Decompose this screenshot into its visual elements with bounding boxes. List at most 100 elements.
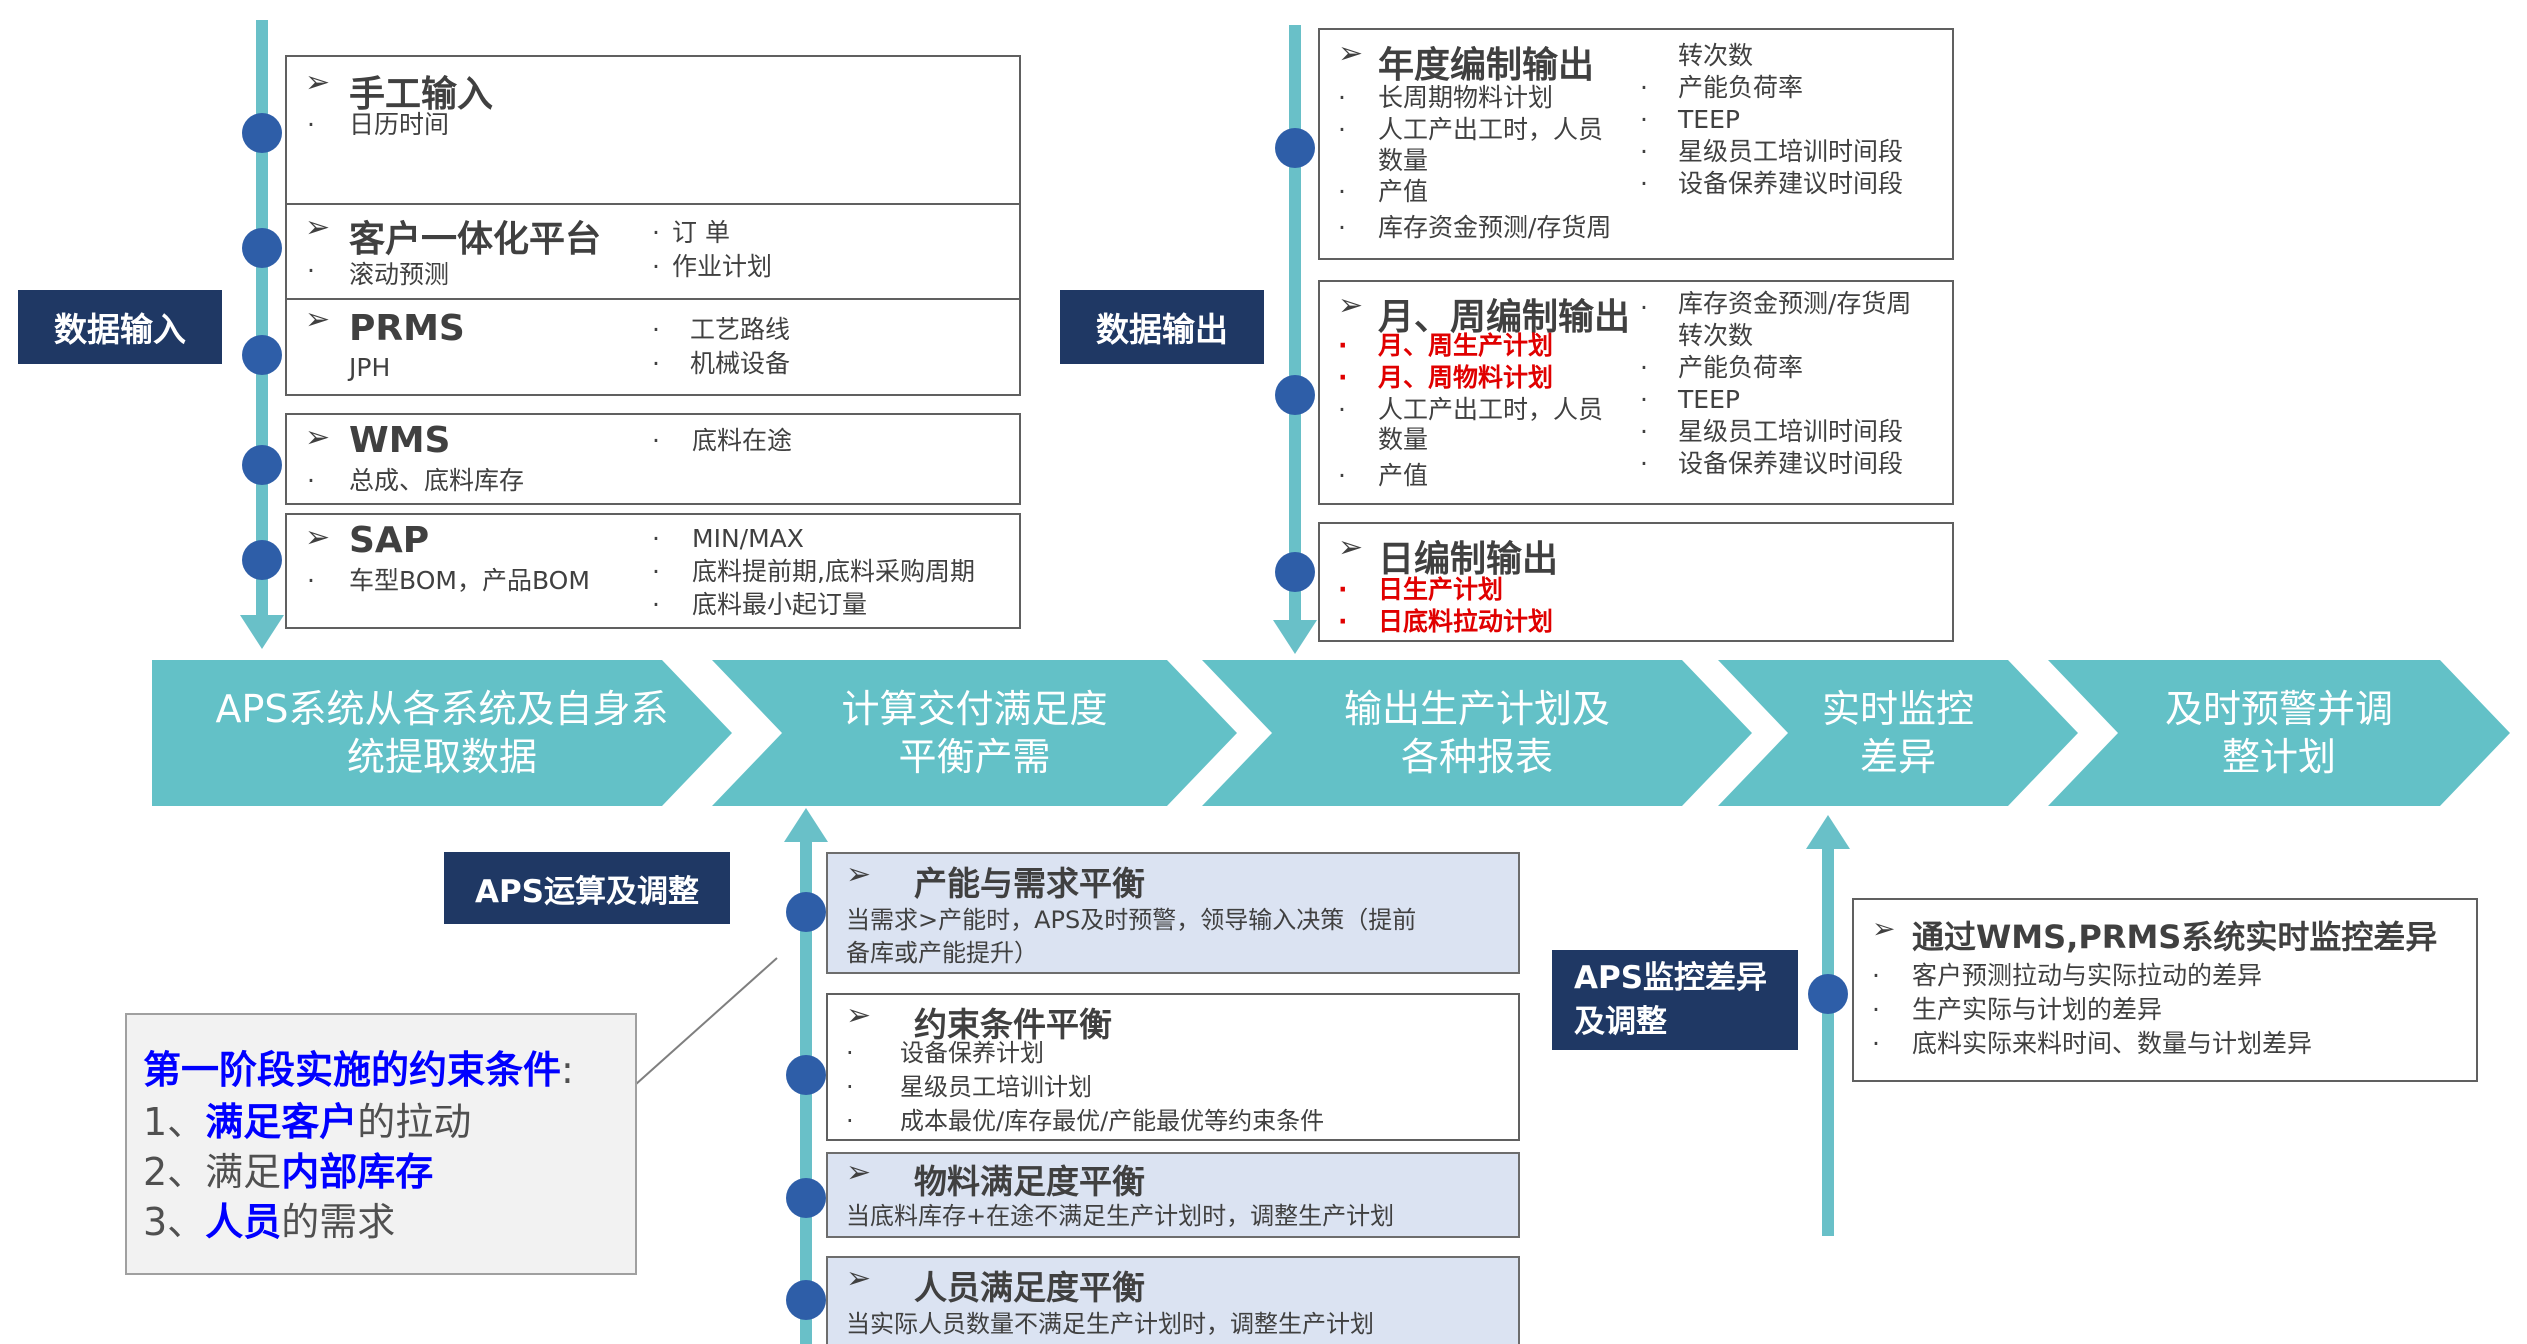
item: TEEP — [1678, 385, 1740, 414]
desc-line: 当实际人员数量不满足生产计划时，调整生产计划 — [846, 1310, 1374, 1338]
box-title: PRMS — [349, 308, 465, 349]
note-line-3: 3、人员的需求 — [143, 1191, 395, 1246]
label-aps-calc: APS运算及调整 — [444, 852, 730, 924]
box-manual-input: ➢ 手工输入 · 日历时间 — [285, 55, 1021, 205]
box-prms: ➢ PRMS JPH · 工艺路线 · 机械设备 — [285, 298, 1021, 396]
timeline-dot — [242, 113, 282, 153]
arrow-icon: ➢ — [305, 302, 331, 337]
box-material-balance: ➢ 物料满足度平衡 当底料库存+在途不满足生产计划时，调整生产计划 — [826, 1152, 1520, 1238]
bullet: · — [307, 466, 315, 495]
box-monthly-output: ➢ 月、周编制输出 · 月、周生产计划 · 月、周物料计划 · 人工产出工时，人… — [1318, 280, 1954, 505]
arrow-icon: ➢ — [846, 857, 872, 892]
bullet: · — [1640, 385, 1648, 414]
item: 设备保养建议时间段 — [1678, 449, 1904, 478]
box-title: 物料满足度平衡 — [914, 1162, 1145, 1201]
timeline-dot — [786, 892, 826, 932]
bullet: · — [1338, 213, 1346, 242]
box-capacity-balance: ➢ 产能与需求平衡 当需求>产能时，APS及时预警，领导输入决策（提前 备库或产… — [826, 852, 1520, 974]
bullet: · — [1640, 449, 1648, 478]
note-prefix: 2、满足 — [143, 1150, 282, 1194]
box-wms: ➢ WMS · 总成、底料库存 · 底料在途 — [285, 413, 1021, 505]
bullet: · — [652, 590, 660, 619]
bullet: · — [652, 218, 660, 247]
timeline-dot — [786, 1178, 826, 1218]
item: 转次数 — [1678, 321, 1754, 350]
input-timeline-arrow — [240, 615, 284, 649]
item: 车型BOM，产品BOM — [349, 566, 590, 595]
item: 日历时间 — [349, 110, 450, 139]
bullet: · — [846, 1039, 854, 1067]
bullet: · — [1338, 331, 1348, 360]
item: 数量 — [1378, 146, 1429, 175]
item-highlight: 日生产计划 — [1378, 575, 1504, 604]
bullet: · — [846, 1107, 854, 1135]
note-line-1: 1、满足客户的拉动 — [143, 1091, 471, 1146]
box-monitor: ➢ 通过WMS,PRMS系统实时监控差异 · 客户预测拉动与实际拉动的差异 · … — [1852, 898, 2478, 1082]
label-data-output: 数据输出 — [1060, 290, 1264, 364]
bullet: · — [652, 524, 660, 553]
timeline-dot — [242, 445, 282, 485]
note-prefix: 3、 — [143, 1200, 206, 1244]
output-timeline-arrow — [1273, 620, 1317, 654]
arrow-icon: ➢ — [1872, 912, 1896, 945]
item: MIN/MAX — [692, 524, 804, 553]
bullet: · — [1640, 105, 1648, 134]
bullet: · — [1640, 417, 1648, 446]
item: 人工产出工时，人员 — [1378, 395, 1604, 424]
box-title: 人员满足度平衡 — [914, 1268, 1145, 1307]
bullet: · — [1338, 395, 1346, 424]
note-title-colon: : — [561, 1048, 574, 1092]
arrow-icon: ➢ — [1338, 530, 1364, 565]
bullet: · — [1872, 995, 1880, 1024]
box-sap: ➢ SAP · 车型BOM，产品BOM · MIN/MAX · 底料提前期,底料… — [285, 513, 1021, 629]
arrow-icon: ➢ — [305, 210, 331, 245]
item: 产能负荷率 — [1678, 353, 1804, 382]
item: 工艺路线 — [690, 315, 791, 344]
item: 人工产出工时，人员 — [1378, 115, 1604, 144]
label-data-input: 数据输入 — [18, 290, 222, 364]
bullet: · — [652, 557, 660, 586]
box-staff-balance: ➢ 人员满足度平衡 当实际人员数量不满足生产计划时，调整生产计划 — [826, 1256, 1520, 1344]
note-title: 第一阶段实施的约束条件: — [143, 1039, 574, 1094]
item-highlight: 月、周生产计划 — [1378, 331, 1554, 360]
box-title: 手工输入 — [349, 74, 494, 115]
process-step-2: 计算交付满足度 平衡产需 — [712, 660, 1237, 806]
bullet: · — [1338, 177, 1346, 206]
arrow-icon: ➢ — [846, 1155, 872, 1190]
item: 生产实际与计划的差异 — [1912, 995, 2163, 1024]
input-timeline — [256, 20, 268, 630]
bullet: · — [1640, 73, 1648, 102]
arrow-icon: ➢ — [305, 420, 331, 455]
bullet: · — [652, 426, 660, 455]
box-title: 通过WMS,PRMS系统实时监控差异 — [1912, 918, 2438, 956]
item: JPH — [349, 353, 391, 382]
bullet: · — [307, 566, 315, 595]
item: 数量 — [1378, 425, 1429, 454]
item: 星级员工培训计划 — [900, 1073, 1092, 1101]
item: 作业计划 — [672, 252, 773, 281]
timeline-dot — [242, 228, 282, 268]
item: TEEP — [1678, 105, 1740, 134]
item: 转次数 — [1678, 41, 1754, 70]
arrow-icon: ➢ — [305, 520, 331, 555]
bullet: · — [1640, 353, 1648, 382]
box-customer-platform: ➢ 客户一体化平台 · 滚动预测 · 订 单 · 作业计划 — [285, 203, 1021, 300]
bullet: · — [652, 315, 660, 344]
item: 订 单 — [672, 218, 730, 247]
item: 产值 — [1378, 461, 1429, 490]
bullet: · — [1872, 961, 1880, 990]
bullet: · — [846, 1073, 854, 1101]
box-title: 年度编制输出 — [1378, 45, 1595, 86]
timeline-dot — [242, 540, 282, 580]
desc-line: 备库或产能提升） — [846, 939, 1038, 967]
item: 底料最小起订量 — [692, 590, 868, 619]
note-emphasis: 人员 — [205, 1200, 282, 1244]
bullet: · — [307, 256, 315, 285]
bullet: · — [1338, 461, 1346, 490]
calc-timeline-arrow — [784, 808, 828, 842]
note-title-text: 第一阶段实施的约束条件 — [143, 1048, 562, 1092]
box-constraint-balance: ➢ 约束条件平衡 · 设备保养计划 · 星级员工培训计划 · 成本最优/库存最优… — [826, 993, 1520, 1141]
process-step-3: 输出生产计划及 各种报表 — [1202, 660, 1752, 806]
constraints-note: 第一阶段实施的约束条件: 1、满足客户的拉动 2、满足内部库存 3、人员的需求 — [125, 1013, 637, 1275]
item: 底料实际来料时间、数量与计划差异 — [1912, 1029, 2313, 1058]
